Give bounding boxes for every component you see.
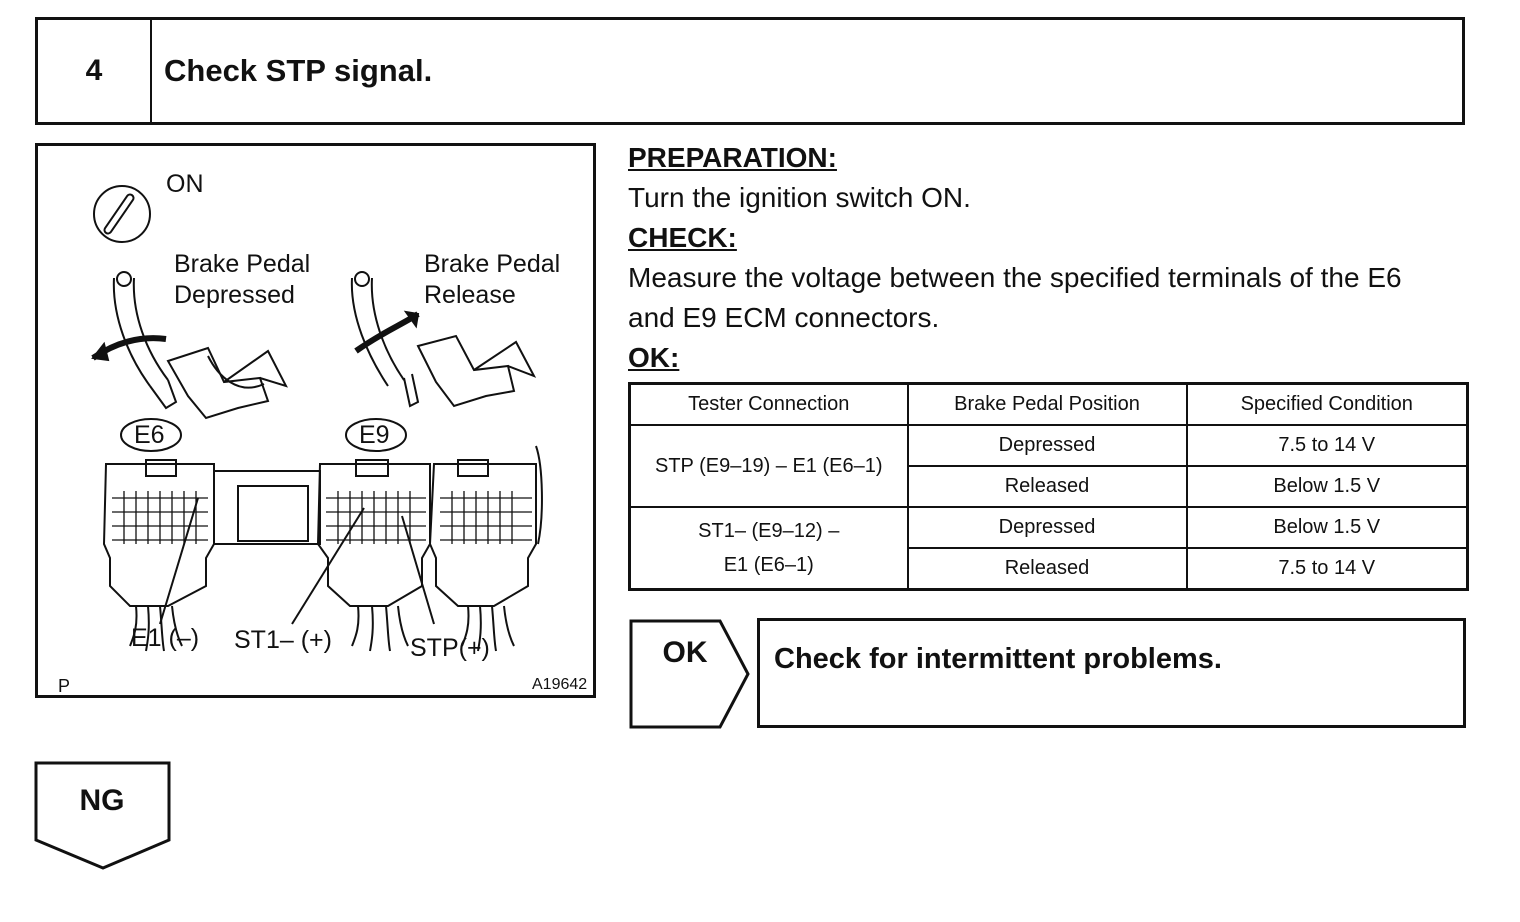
ok-result-box: Check for intermittent problems. [757, 618, 1466, 728]
condition-cell: 7.5 to 14 V [1185, 424, 1469, 467]
specification-table: Tester Connection Brake Pedal Position S… [628, 382, 1469, 591]
table-row: ST1– (E9–12) – E1 (E6–1) Depressed Below… [628, 506, 1469, 591]
illustration-figure: ON Brake Pedal Depressed Brake Pedal Rel… [35, 143, 596, 698]
tester-connection-cell: ST1– (E9–12) – E1 (E6–1) [628, 506, 909, 591]
pedal-depressed-label-2: Depressed [174, 281, 295, 309]
table-header: Brake Pedal Position [906, 382, 1188, 426]
condition-cell: Below 1.5 V [1185, 465, 1469, 508]
brake-pedal-release-icon [350, 271, 537, 408]
check-text-line-2: and E9 ECM connectors. [628, 302, 940, 333]
table-header-row: Tester Connection Brake Pedal Position S… [628, 382, 1469, 426]
pedal-position-cell: Depressed [906, 424, 1188, 467]
table-row: Released Below 1.5 V [630, 465, 1469, 508]
connector-e6-label: E6 [134, 421, 165, 449]
pedal-release-label-1: Brake Pedal [424, 250, 561, 278]
tester-connection-cell: STP (E9–19) – E1 (E6–1) [628, 424, 909, 508]
pedal-release-label-2: Release [424, 281, 516, 309]
connection-text: STP (E9–19) – E1 (E6–1) [654, 454, 883, 477]
check-heading: CHECK: [628, 222, 737, 253]
ok-result-text: Check for intermittent problems. [774, 643, 1222, 675]
connection-text: E1 (E6–1) [723, 554, 814, 576]
condition-cell: Below 1.5 V [1185, 506, 1469, 549]
ecm-connector-block [102, 445, 543, 607]
table-header: Tester Connection [628, 382, 909, 426]
ignition-switch-icon [93, 185, 151, 243]
ok-label: OK [662, 636, 708, 669]
check-text-line-1: Measure the voltage between the specifie… [628, 262, 1402, 293]
brake-pedal-depressed-icon [91, 271, 288, 420]
connection-text: ST1– (E9–12) – [698, 520, 840, 542]
step-header: 4 Check STP signal. [35, 17, 1465, 125]
pin-stp-label: STP(+) [410, 634, 490, 662]
ng-label: NG [79, 784, 125, 817]
pin-st1-label: ST1– (+) [234, 626, 332, 654]
pin-e1-label: E1 (–) [131, 624, 200, 652]
pedal-position-cell: Released [906, 465, 1188, 508]
preparation-heading: PREPARATION: [628, 142, 837, 173]
pedal-position-cell: Depressed [906, 506, 1188, 549]
ng-arrow-tag [34, 761, 171, 870]
ok-arrow-tag [629, 619, 750, 729]
switch-on-label: ON [166, 170, 204, 198]
table-header: Specified Condition [1185, 382, 1469, 426]
table-row: Released 7.5 to 14 V [630, 547, 1469, 591]
pedal-connector-drawing [91, 185, 543, 652]
condition-cell: 7.5 to 14 V [1185, 547, 1469, 591]
pedal-depressed-label-1: Brake Pedal [174, 250, 311, 278]
ok-heading: OK: [628, 342, 680, 373]
corner-mark: P [58, 676, 71, 696]
connector-e9-label: E9 [359, 421, 390, 449]
preparation-text: Turn the ignition switch ON. [628, 182, 971, 213]
table-row: STP (E9–19) – E1 (E6–1) Depressed 7.5 to… [628, 424, 1469, 508]
instructions-block: PREPARATION: Turn the ignition switch ON… [628, 138, 1478, 378]
figure-id: A19642 [532, 676, 588, 693]
step-title: Check STP signal. [164, 53, 433, 88]
step-number: 4 [38, 20, 152, 122]
pedal-position-cell: Released [906, 547, 1188, 591]
